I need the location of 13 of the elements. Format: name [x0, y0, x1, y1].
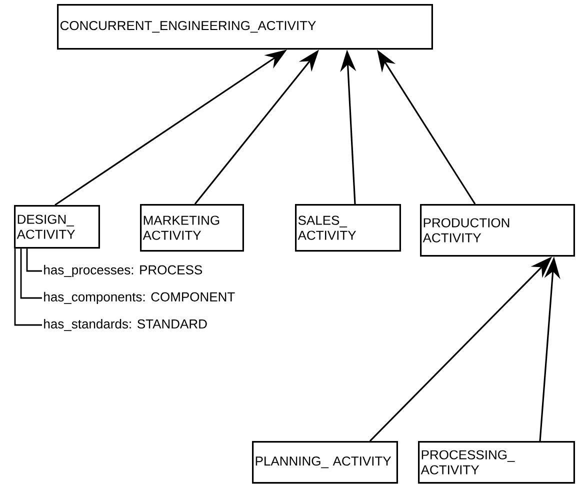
activity-box: MARKETING ACTIVITY [140, 204, 244, 252]
attribute-label: has_standards: STANDARD [44, 319, 207, 331]
attribute-label: has_components: COMPONENT [44, 292, 235, 304]
activity-box: SALES_ ACTIVITY [295, 204, 401, 252]
activity-box: DESIGN_ ACTIVITY [14, 205, 100, 249]
leader-line [20, 248, 42, 299]
activity-box: PRODUCTION ACTIVITY [420, 204, 575, 257]
leader-line [14, 248, 42, 326]
activity-box: PROCESSING_ ACTIVITY [418, 441, 575, 484]
attribute-label: has_processes: PROCESS [44, 264, 202, 278]
activity-box: CONCURRENT_ENGINEERING_ACTIVITY [57, 4, 433, 50]
leader-line [26, 248, 42, 272]
activity-box: PLANNING_ ACTIVITY [252, 441, 398, 484]
